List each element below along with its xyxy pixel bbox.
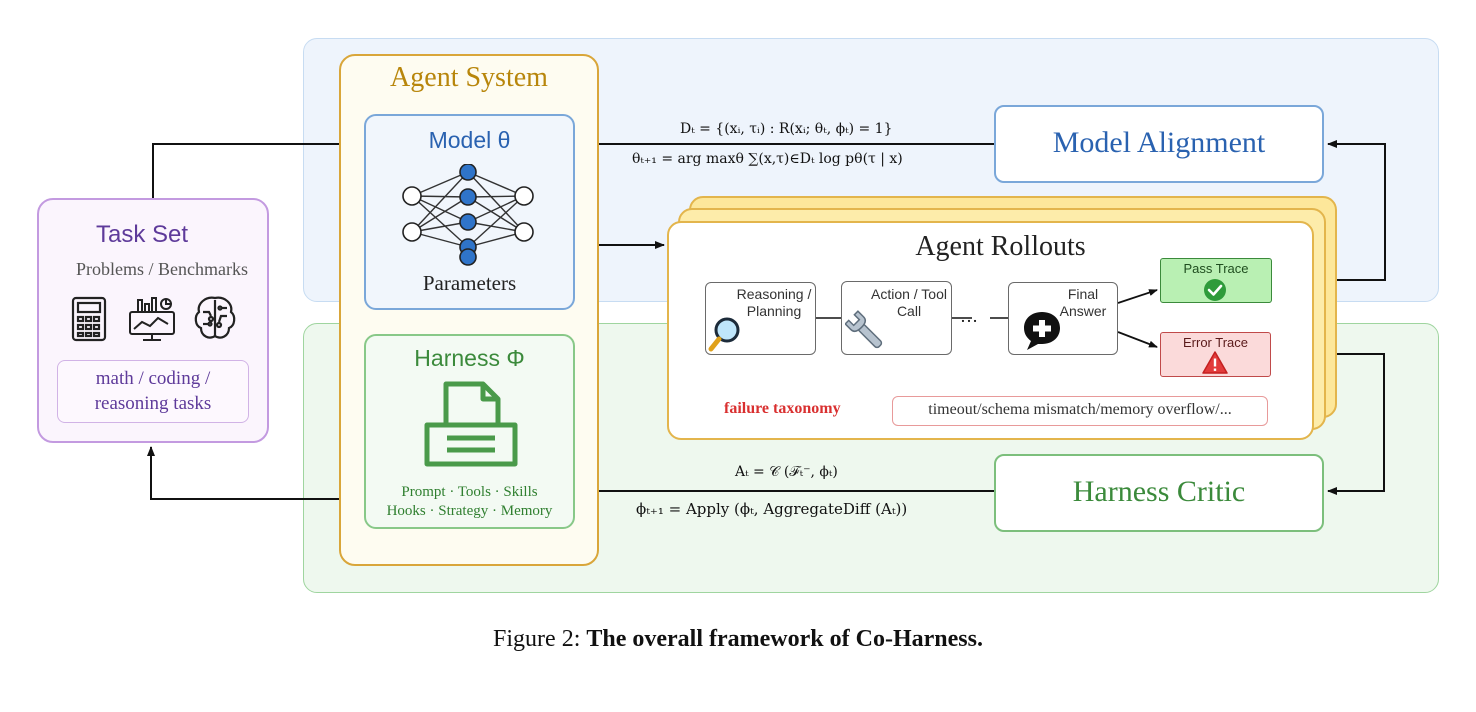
failure-taxonomy-text: timeout/schema mismatch/memory overflow/… xyxy=(928,401,1232,418)
task-types-line1: math / coding / xyxy=(95,368,211,389)
harness-critic-box xyxy=(994,454,1324,532)
chat-plus-icon xyxy=(1024,312,1060,350)
model-alignment-title: Model Alignment xyxy=(1052,126,1266,159)
caption-title: The overall framework of Co-Harness. xyxy=(586,626,983,652)
brain-circuit-icon xyxy=(194,296,236,339)
step-reasoning-label: Reasoning / Planning xyxy=(736,286,812,319)
pass-trace-label: Pass Trace xyxy=(1183,261,1249,276)
failure-taxonomy-box xyxy=(892,396,1268,426)
model-subtitle: Parameters xyxy=(422,271,517,295)
failure-taxonomy-label: failure taxonomy xyxy=(724,400,841,417)
figure-caption: Figure 2: The overall framework of Co-Ha… xyxy=(0,626,1476,653)
model-title: Model θ xyxy=(428,127,511,153)
harness-to-task-arrow xyxy=(147,446,364,500)
check-circle-icon xyxy=(1204,279,1226,301)
warning-icon xyxy=(1202,351,1228,374)
error-trace-label: Error Trace xyxy=(1182,335,1248,350)
model-alignment-box xyxy=(994,105,1324,183)
task-set-subtitle: Problems / Benchmarks xyxy=(76,259,248,279)
rollout-step-connectors xyxy=(815,289,1158,348)
harness-components-line1: Prompt · Tools · Skills xyxy=(401,484,538,500)
agent-rollouts-title: Agent Rollouts xyxy=(915,231,1086,262)
harness-critic-title: Harness Critic xyxy=(1072,475,1246,508)
task-types-box xyxy=(57,360,249,423)
magnifier-icon xyxy=(708,317,740,352)
monitor-chart-icon xyxy=(129,297,175,341)
wrench-icon xyxy=(845,310,883,349)
step-final-label: Final Answer xyxy=(1059,286,1107,319)
neural-network-icon xyxy=(402,164,534,266)
rollout-ellipsis: … xyxy=(960,306,978,326)
task-types-line2: reasoning tasks xyxy=(94,393,212,414)
step-action-label: Action / Tool Call xyxy=(870,286,947,319)
caption-prefix: Figure 2: xyxy=(493,626,581,652)
task-to-model-arrow xyxy=(152,140,363,198)
dataset-equation: Dₜ = {(xᵢ, τᵢ) : R(xᵢ; θₜ, ϕₜ) = 1} xyxy=(680,121,893,137)
task-set-title: Task Set xyxy=(95,221,189,248)
model-box xyxy=(364,114,575,310)
calculator-icon xyxy=(71,296,107,342)
harness-components-line2: Hooks · Strategy · Memory xyxy=(386,503,553,519)
theta-update-equation: θₜ₊₁ = arg maxθ ∑(x,τ)∈Dₜ log pθ(τ | x) xyxy=(632,151,903,167)
harness-title: Harness Φ xyxy=(414,345,525,371)
harness-box xyxy=(364,334,575,529)
critic-output-equation: Aₜ = 𝒞 (ℱₜ⁻, ϕₜ) xyxy=(735,464,838,480)
step-final-answer xyxy=(1008,282,1118,355)
printer-icon xyxy=(424,381,518,467)
phi-update-equation: ϕₜ₊₁ = Apply (ϕₜ, AggregateDiff (Aₜ)) xyxy=(636,500,908,518)
agent-system-title: Agent System xyxy=(390,62,548,93)
